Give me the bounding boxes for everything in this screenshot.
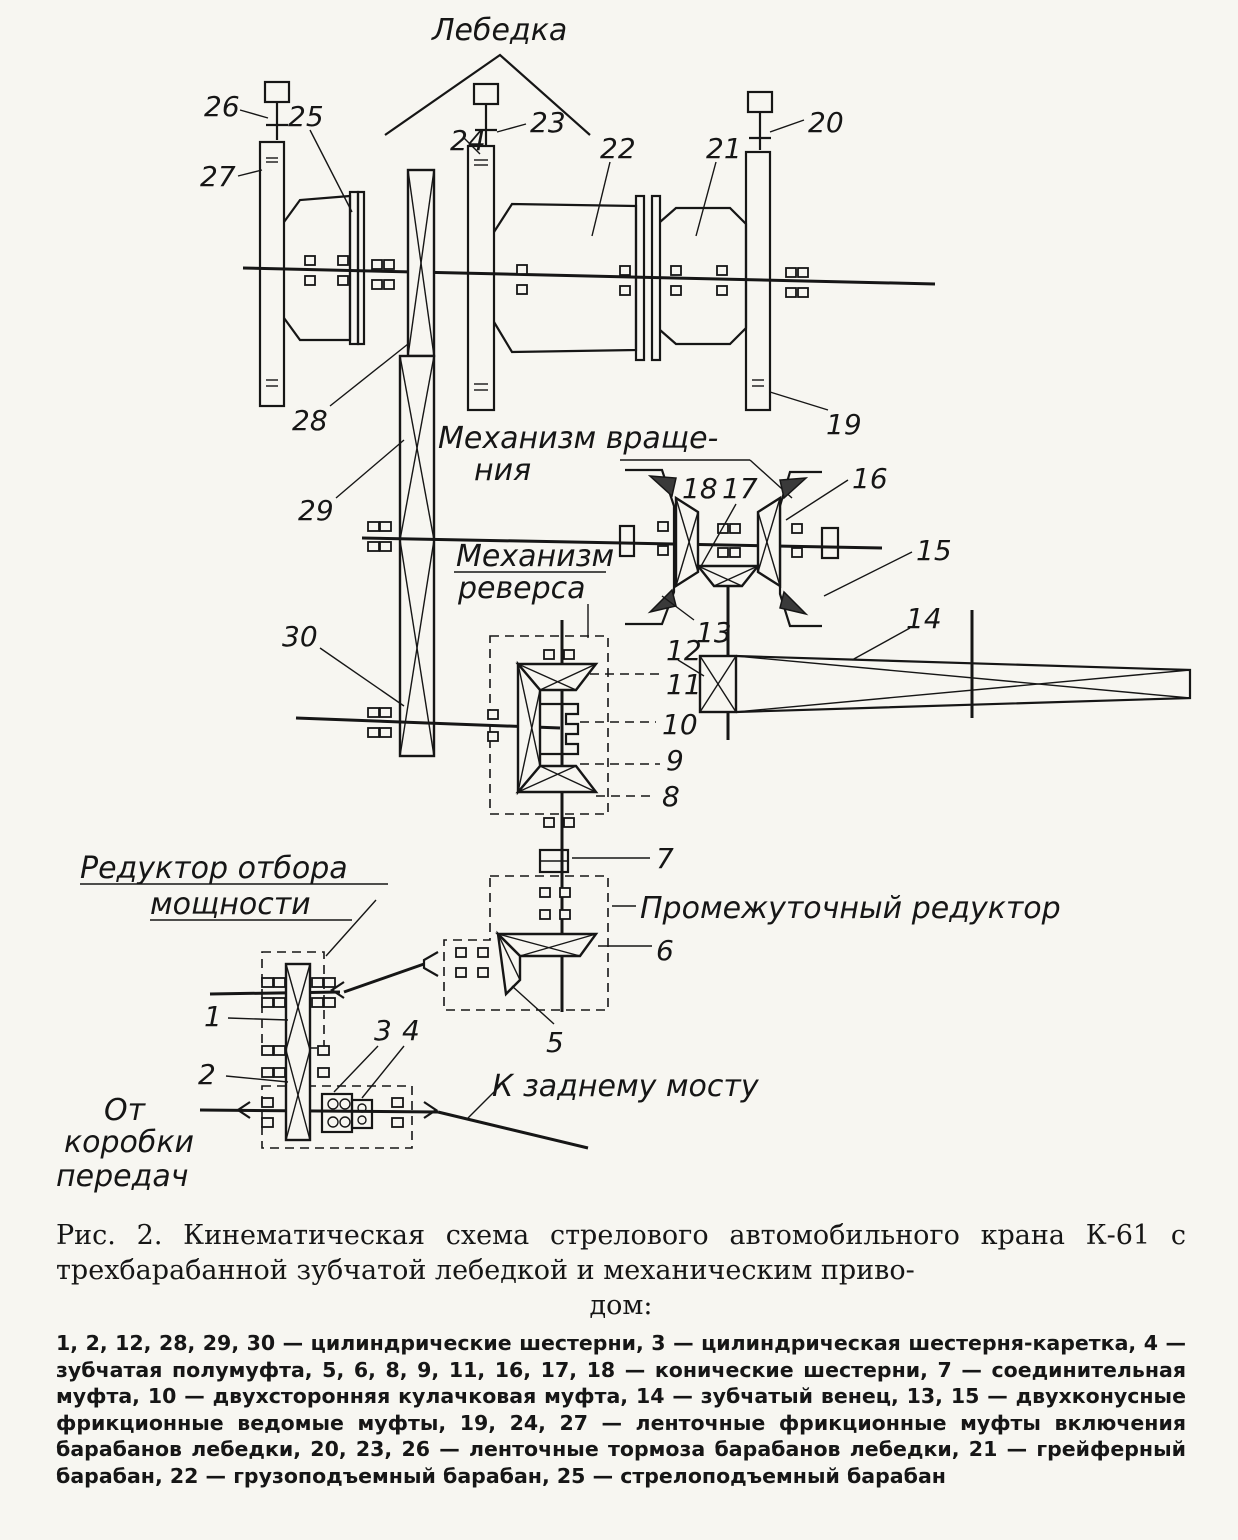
label-17: 17 — [722, 472, 758, 505]
label-14: 14 — [906, 602, 942, 635]
label-pto-2: мощности — [150, 887, 311, 922]
kinematic-scheme: Лебедка — [56, 13, 1192, 1194]
label-12: 12 — [666, 634, 702, 667]
label-from-2: коробки — [64, 1125, 194, 1160]
gearbox-input-shaft — [199, 1108, 439, 1114]
gear-1-2 — [284, 962, 312, 1142]
label-29: 29 — [298, 494, 334, 527]
label-reverse-2: реверса — [457, 571, 586, 606]
brake-20-block — [746, 90, 774, 114]
label-24: 24 — [450, 124, 486, 157]
label-intermediate: Промежуточный редуктор — [640, 891, 1061, 926]
label-winch: Лебедка — [431, 13, 567, 48]
label-25: 25 — [288, 100, 324, 133]
figure-legend: 1, 2, 12, 28, 29, 30 — цилиндрические ше… — [56, 1331, 1186, 1488]
label-10: 10 — [662, 708, 698, 741]
rotation-shaft — [361, 536, 883, 550]
friction-clutch-13 — [625, 468, 676, 626]
ring-gear-14 — [735, 654, 1192, 714]
label-9: 9 — [666, 744, 684, 777]
rear-axle-shaft — [437, 1110, 589, 1150]
gear-29-train: 29 30 — [282, 354, 436, 758]
label-16: 16 — [852, 462, 888, 495]
label-23: 23 — [530, 106, 566, 139]
dog-clutch-10 — [540, 702, 580, 756]
pto-bearings — [261, 977, 404, 1128]
label-28: 28 — [292, 404, 328, 437]
label-19: 19 — [826, 408, 862, 441]
label-2: 2 — [198, 1058, 216, 1091]
label-reverse-1: Механизм — [456, 539, 614, 574]
half-coupling-4 — [350, 1098, 374, 1130]
label-11: 11 — [666, 668, 702, 701]
label-4: 4 — [402, 1014, 420, 1047]
label-pto-1: Редуктор отбора — [80, 851, 348, 886]
caption-line-1: Рис. 2. Кинематическая схема стрелового … — [56, 1220, 1186, 1286]
label-6: 6 — [656, 934, 674, 967]
intermediate-housing — [443, 875, 609, 1011]
bevel-gear-17 — [695, 564, 761, 588]
label-7: 7 — [656, 842, 674, 875]
label-26: 26 — [204, 90, 240, 123]
reverse-input-shaft — [295, 716, 561, 730]
clutch-19 — [744, 150, 772, 412]
pto-lower-housing — [261, 1085, 413, 1149]
winch-label-leader — [384, 53, 591, 136]
label-15: 15 — [916, 534, 952, 567]
pto-reducer: Редуктор отбора мощности — [56, 851, 760, 1194]
winch-bearings — [304, 255, 809, 298]
pto-upper-shaft — [209, 990, 341, 996]
label-from-1: От — [104, 1093, 147, 1128]
gear-29 — [398, 354, 436, 758]
cardan-shaft — [330, 951, 439, 999]
label-3: 3 — [374, 1014, 392, 1047]
slewing-ring-14: 12 14 — [666, 602, 1192, 718]
label-30: 30 — [282, 620, 318, 653]
label-from-3: передач — [56, 1159, 188, 1194]
clutch-27 — [258, 140, 286, 408]
label-21: 21 — [706, 132, 742, 165]
caption-line-2: дом: — [589, 1290, 653, 1321]
label-13: 13 — [696, 616, 732, 649]
label-27: 27 — [200, 160, 236, 193]
label-8: 8 — [662, 780, 680, 813]
label-20: 20 — [808, 106, 844, 139]
brake-26-block — [263, 80, 291, 104]
reverse-mechanism: Механизм реверса 11 10 9 8 — [295, 539, 702, 1012]
intermediate-reducer: 7 Промежуточный редуктор 6 5 — [443, 842, 1061, 1059]
label-rotation-1: Механизм враще- — [438, 421, 718, 456]
drum-21 — [659, 206, 748, 346]
label-rotation-2: ния — [474, 453, 531, 488]
brake-23-block — [472, 82, 500, 106]
clutch-24 — [466, 144, 496, 412]
label-rear-axle: К заднему мосту — [492, 1069, 760, 1104]
rotation-mechanism: Механизм враще- ния 18 17 16 — [361, 421, 952, 740]
label-22: 22 — [600, 132, 636, 165]
figure-caption: Рис. 2. Кинематическая схема стрелового … — [56, 1218, 1186, 1323]
label-5: 5 — [546, 1026, 564, 1059]
winch-assembly: Лебедка — [200, 13, 936, 441]
label-1: 1 — [204, 1000, 222, 1033]
label-18: 18 — [682, 472, 718, 505]
